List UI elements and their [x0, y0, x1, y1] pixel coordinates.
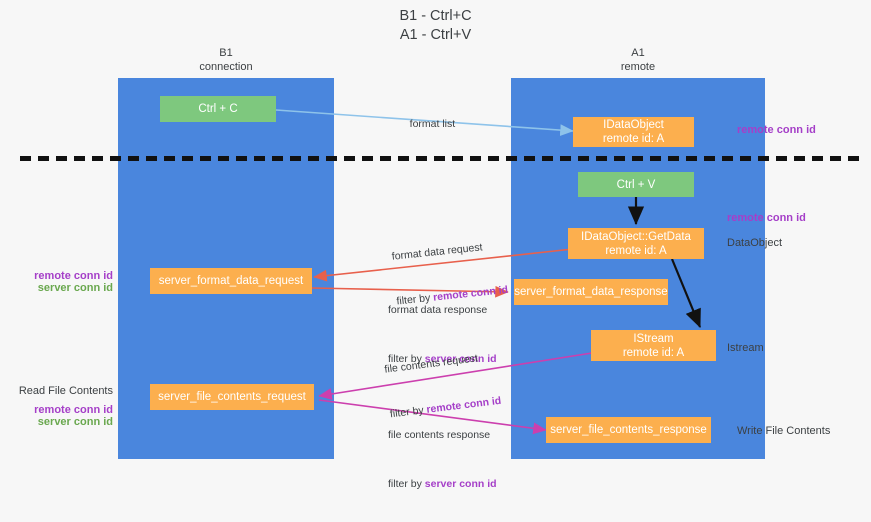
node-server-format-data-request-label: server_format_data_request — [158, 275, 304, 287]
node-server-file-contents-response-label: server_file_contents_response — [550, 424, 707, 436]
annotation-remote-conn-id-mid: remote conn id — [727, 212, 806, 224]
node-getdata-title: IDataObject::GetData — [581, 230, 691, 243]
node-ctrl-c-label: Ctrl + C — [198, 103, 238, 115]
edge-caption-format-data-response: format data response filter by server co… — [388, 273, 497, 397]
edge-format-data-request-label: format data request — [391, 241, 484, 263]
node-server-format-data-request[interactable]: server_format_data_request — [150, 268, 312, 294]
annotation-istream: Istream — [727, 342, 764, 354]
node-istream-sub: remote id: A — [622, 346, 685, 359]
edge-format-list-label: format list — [409, 118, 456, 130]
column-b1-role: connection — [199, 60, 253, 73]
node-istream[interactable]: IStream remote id: A — [591, 330, 716, 361]
annotation-remote-conn-id-top: remote conn id — [737, 124, 816, 136]
node-server-file-contents-response[interactable]: server_file_contents_response — [546, 417, 711, 443]
filter-key-server-conn-id-2: server conn id — [424, 478, 497, 490]
annotation-dataobject: DataObject — [727, 237, 783, 249]
node-istream-title: IStream — [633, 332, 674, 345]
node-idataobject[interactable]: IDataObject remote id: A — [573, 117, 694, 147]
annotation-left-remote-conn-id: remote conn id — [34, 270, 113, 282]
page-title: B1 - Ctrl+C A1 - Ctrl+V — [0, 7, 871, 45]
node-server-file-contents-request-label: server_file_contents_request — [158, 391, 306, 403]
annotation-write-file-contents: Write File Contents — [737, 425, 831, 437]
node-server-format-data-response[interactable]: server_format_data_response — [514, 279, 668, 305]
node-idataobject-sub: remote id: A — [602, 133, 665, 145]
edge-file-contents-request-label: file contents request — [383, 352, 479, 376]
annotation-left-server-conn-id-2: server conn id — [37, 416, 113, 428]
column-a1-role: remote — [620, 60, 656, 73]
node-getdata-sub: remote id: A — [605, 244, 667, 257]
node-ctrl-c[interactable]: Ctrl + C — [160, 96, 276, 122]
edge-caption-format-list: format list — [398, 102, 456, 147]
node-server-format-data-response-label: server_format_data_response — [514, 286, 668, 298]
edge-caption-file-contents-response: file contents response filter by server … — [388, 398, 497, 522]
edge-format-data-response-filter: filter by server conn id — [388, 353, 497, 365]
edge-file-contents-response-filter: filter by server conn id — [388, 478, 497, 490]
node-server-file-contents-request[interactable]: server_file_contents_request — [150, 384, 314, 410]
edge-format-data-response-label: format data response — [388, 304, 488, 316]
column-a1-name: A1 — [631, 47, 645, 59]
title-line-1: B1 - Ctrl+C — [399, 8, 472, 24]
annotation-read-file-contents: Read File Contents — [18, 385, 113, 397]
filter-key-server-conn-id: server conn id — [424, 353, 497, 365]
edge-file-contents-response-label: file contents response — [388, 429, 491, 441]
node-idataobject-title: IDataObject — [603, 119, 664, 131]
node-ctrl-v[interactable]: Ctrl + V — [578, 172, 694, 197]
node-idataobject-getdata[interactable]: IDataObject::GetData remote id: A — [568, 228, 704, 259]
node-ctrl-v-label: Ctrl + V — [616, 178, 656, 191]
column-b1-name: B1 — [219, 47, 233, 59]
annotation-left-remote-conn-id-2: remote conn id — [34, 404, 113, 416]
title-line-2: A1 - Ctrl+V — [399, 27, 472, 43]
annotation-left-server-conn-id: server conn id — [37, 282, 113, 294]
